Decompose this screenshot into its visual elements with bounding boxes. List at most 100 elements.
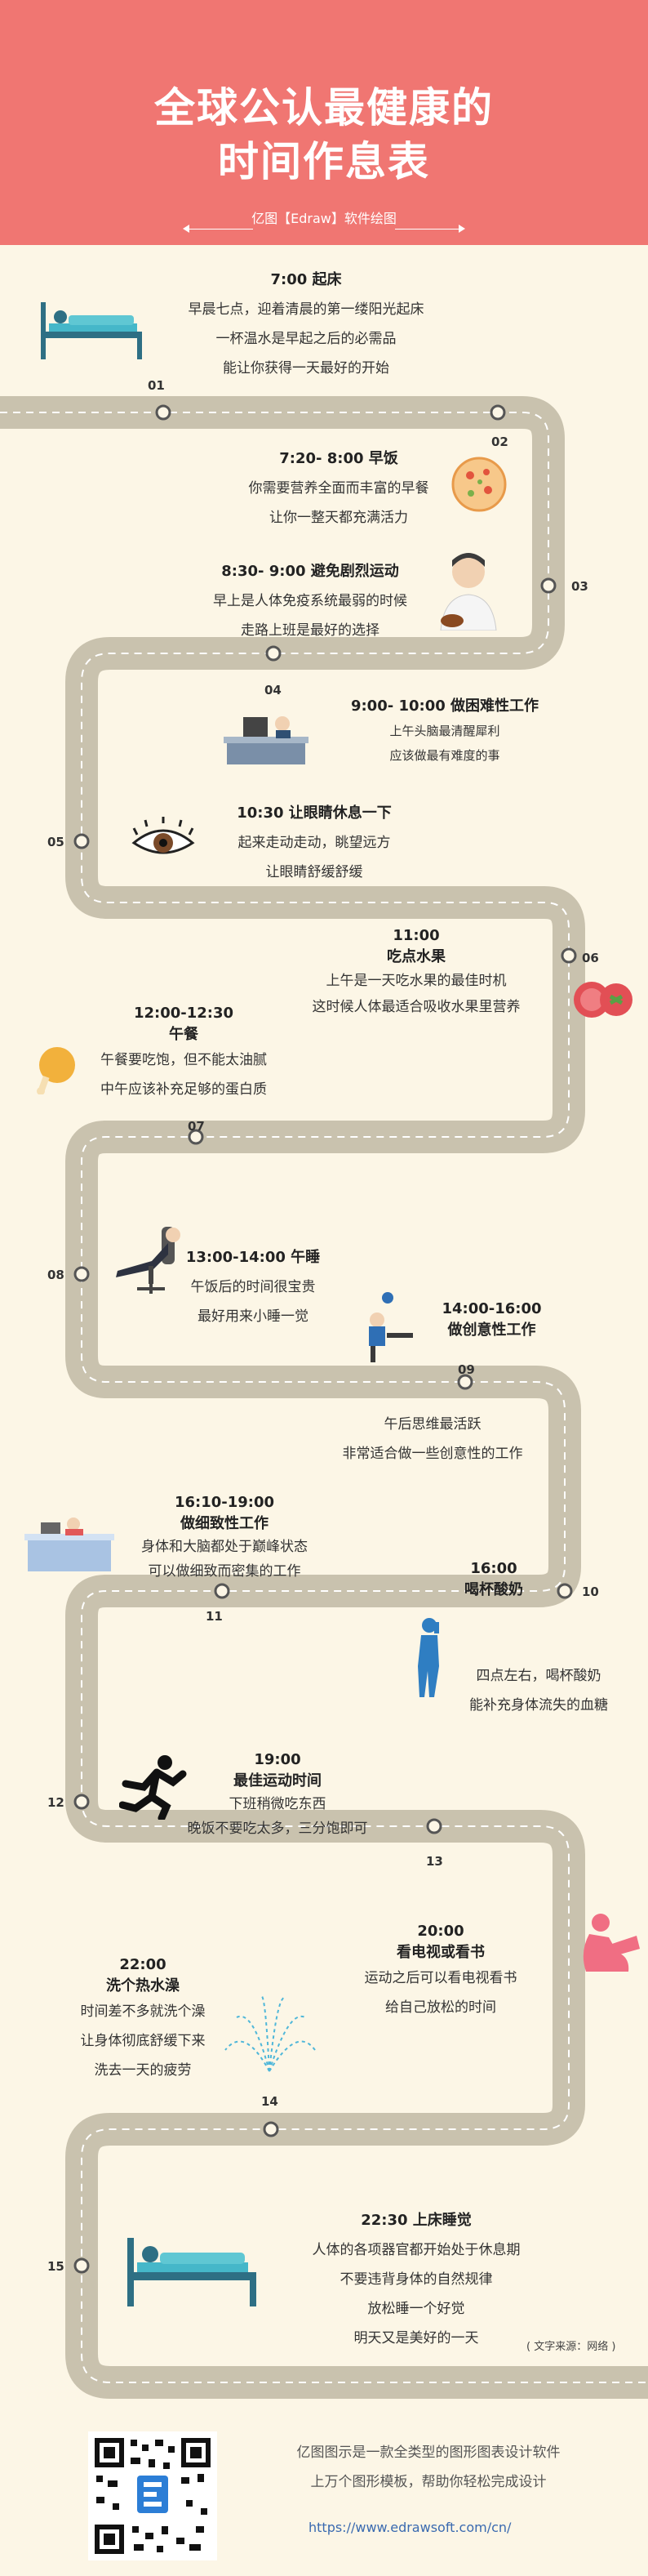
- step-number-02: 02: [491, 435, 508, 449]
- item-line: 运动之后可以看电视看书: [364, 1970, 517, 1986]
- item-detail-work: 16:10-19:00 做细致性工作 身体和大脑都处于巅峰状态 可以做细致而密集…: [122, 1492, 326, 1584]
- item-line: 最好用来小睡一觉: [198, 1308, 308, 1325]
- item-time: 22:30 上床睡觉: [361, 2212, 472, 2229]
- node-08: [73, 1266, 90, 1282]
- subtitle-divider-left: [188, 229, 253, 230]
- item-time: 16:10-19:00: [174, 1494, 275, 1511]
- step-number-01: 01: [148, 378, 165, 393]
- page-subtitle: 亿图【Edraw】软件绘图: [251, 211, 397, 226]
- item-line: 这时候人体最适合吸收水果里营养: [312, 999, 521, 1015]
- item-time: 20:00: [417, 1923, 464, 1940]
- page-title-line1: 全球公认最健康的: [154, 84, 494, 131]
- footer-description: 亿图图示是一款全类型的图形图表设计软件 上万个图形模板，帮助你轻松完成设计: [261, 2438, 596, 2497]
- item-line: 身体和大脑都处于巅峰状态: [141, 1539, 308, 1555]
- item-time: 22:00: [119, 1956, 166, 1973]
- item-line: 能让你获得一天最好的开始: [223, 360, 389, 377]
- fruit-icon: [574, 982, 632, 1018]
- node-11: [214, 1583, 230, 1599]
- arrow-left-icon: [183, 225, 189, 233]
- running-man-icon: [119, 1755, 187, 1820]
- item-line: 明天又是美好的一天: [353, 2330, 479, 2346]
- node-06: [561, 947, 577, 964]
- item-sleep: 22:30 上床睡觉 人体的各项器官都开始处于休息期 不要违背身体的自然规律 放…: [282, 2206, 551, 2353]
- step-number-12: 12: [47, 1795, 64, 1810]
- page-title-line2: 时间作息表: [218, 138, 430, 185]
- node-02: [490, 404, 506, 421]
- step-number-06: 06: [582, 951, 599, 965]
- item-lunch: 12:00-12:30 午餐 午餐要吃饱，但不能太油腻 中午应该补充足够的蛋白质: [78, 1003, 290, 1104]
- item-line: 非常适合做一些创意性的工作: [342, 1446, 523, 1462]
- item-creative-desc: 午后思维最活跃 非常适合做一些创意性的工作: [310, 1410, 555, 1468]
- item-fruit: 11:00 吃点水果 上午是一天吃水果的最佳时机 这时候人体最适合吸收水果里营养: [294, 925, 539, 1020]
- item-time: 8:30- 9:00 避免剧烈运动: [221, 563, 399, 580]
- person-football-icon: [440, 553, 497, 631]
- step-number-09: 09: [458, 1362, 475, 1377]
- item-line: 洗去一天的疲劳: [94, 2062, 192, 2079]
- item-line: 下班稍微吃东西: [229, 1796, 326, 1812]
- step-number-10: 10: [582, 1584, 599, 1599]
- node-07: [188, 1129, 204, 1145]
- chicken-leg-icon: [37, 1047, 75, 1094]
- drinking-person-icon: [418, 1618, 439, 1697]
- water-spray-icon: [224, 1994, 316, 2072]
- node-01: [155, 404, 171, 421]
- item-line: 上午是一天吃水果的最佳时机: [326, 973, 507, 989]
- item-tv-reading: 20:00 看电视或看书 运动之后可以看电视看书 给自己放松的时间: [335, 1921, 547, 2022]
- item-line: 时间差不多就洗个澡: [80, 2003, 206, 2020]
- item-time: 14:00-16:00: [442, 1300, 542, 1317]
- item-time: 11:00: [393, 927, 440, 944]
- item-line: 让身体彻底舒缓下来: [80, 2033, 206, 2049]
- item-title: 吃点水果: [387, 948, 446, 965]
- node-05: [73, 833, 90, 849]
- item-line: 早晨七点，迎着清晨的第一缕阳光起床: [188, 301, 424, 318]
- item-line: 中午应该补充足够的蛋白质: [100, 1081, 267, 1098]
- item-line: 早上是人体免疫系统最弱的时候: [213, 593, 407, 609]
- item-creative-work: 14:00-16:00 做创意性工作: [408, 1299, 575, 1341]
- office-desk-icon: [24, 1518, 114, 1571]
- item-time: 12:00-12:30: [133, 1005, 234, 1022]
- item-line: 可以做细致而密集的工作: [148, 1563, 301, 1580]
- item-eye-rest: 10:30 让眼睛休息一下 起来走动走动，眺望远方 让眼睛舒缓舒缓: [184, 799, 445, 887]
- item-line: 午餐要吃饱，但不能太油腻: [100, 1052, 267, 1068]
- item-line: 一杯温水是早起之后的必需品: [215, 331, 397, 347]
- item-time: 7:20- 8:00 早饭: [279, 450, 398, 467]
- item-line: 午后思维最活跃: [384, 1416, 482, 1433]
- qr-code: [88, 2431, 217, 2560]
- node-03: [540, 577, 557, 594]
- item-time: 9:00- 10:00 做困难性工作: [350, 697, 539, 715]
- item-wake-up: 7:00 起床 早晨七点，迎着清晨的第一缕阳光起床 一杯温水是早起之后的必需品 …: [180, 265, 433, 383]
- item-line: 应该做最有难度的事: [389, 748, 500, 763]
- item-line: 放松睡一个好觉: [367, 2301, 465, 2317]
- step-number-04: 04: [264, 683, 282, 697]
- item-line: 晚饭不要吃太多，三分饱即可: [187, 1821, 368, 1837]
- node-13: [426, 1818, 442, 1834]
- arrow-right-icon: [459, 225, 465, 233]
- office-desk-icon: [224, 716, 308, 764]
- item-time: 13:00-14:00 午睡: [185, 1249, 321, 1266]
- item-line: 能补充身体流失的血糖: [469, 1697, 608, 1714]
- node-12: [73, 1794, 90, 1810]
- bed-icon: [41, 302, 142, 359]
- step-number-11: 11: [206, 1609, 223, 1624]
- item-title: 做细致性工作: [180, 1515, 269, 1532]
- node-15: [73, 2257, 90, 2274]
- bed-icon: [127, 2238, 256, 2306]
- footer-link[interactable]: https://www.edrawsoft.com/cn/: [308, 2520, 512, 2535]
- eye-icon: [131, 817, 195, 854]
- qr-code-icon: [91, 2435, 214, 2557]
- item-line: 走路上班是最好的选择: [241, 622, 379, 639]
- item-line: 四点左右，喝杯酸奶: [476, 1668, 601, 1684]
- item-line: 让你一整天都充满活力: [269, 510, 408, 526]
- desk-worker-icon: [369, 1292, 413, 1362]
- step-number-15: 15: [47, 2259, 64, 2274]
- item-line: 起来走动走动，眺望远方: [237, 835, 391, 851]
- item-yogurt-desc: 四点左右，喝杯酸奶 能补充身体流失的血糖: [453, 1661, 624, 1720]
- item-shower: 22:00 洗个热水澡 时间差不多就洗个澡 让身体彻底舒缓下来 洗去一天的疲劳: [49, 1954, 237, 2085]
- item-yogurt: 16:00 喝杯酸奶: [433, 1558, 555, 1601]
- footer-line: 亿图图示是一款全类型的图形图表设计软件: [296, 2445, 561, 2461]
- footer-line: 上万个图形模板，帮助你轻松完成设计: [310, 2474, 547, 2490]
- item-nap: 13:00-14:00 午睡 午饭后的时间很宝贵 最好用来小睡一觉: [175, 1243, 331, 1331]
- item-title: 最佳运动时间: [233, 1772, 322, 1789]
- item-title: 看电视或看书: [397, 1944, 485, 1961]
